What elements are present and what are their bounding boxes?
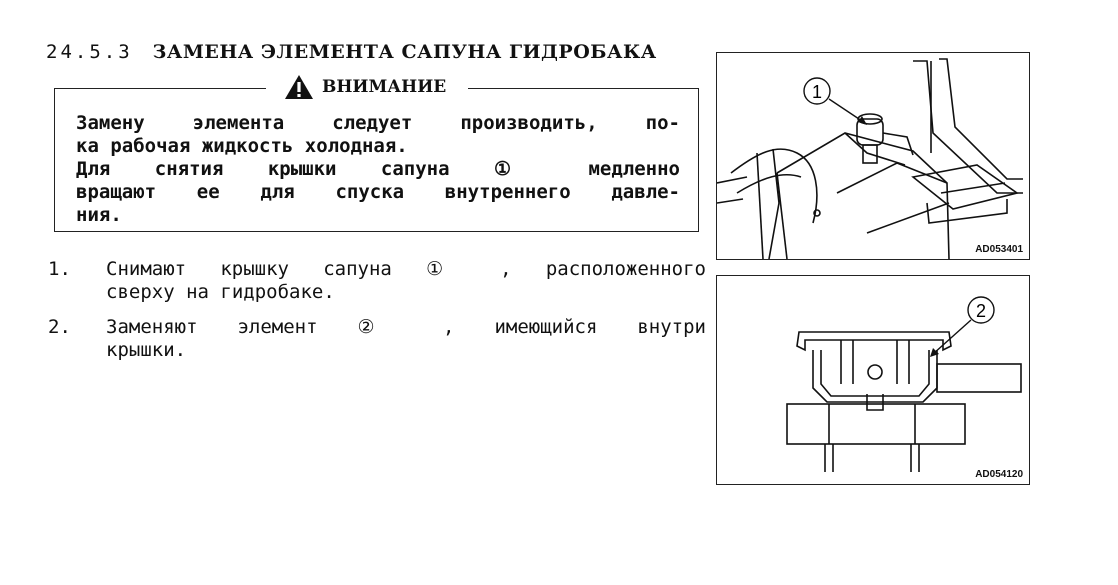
step-line: Снимают крышку сапуна ① , расположенного [106,258,706,280]
step-line: Заменяют элемент ② , имеющийся внутри [106,316,706,338]
warning-line: ния. [76,204,122,226]
section-title: ЗАМЕНА ЭЛЕМЕНТА САПУНА ГИДРОБАКА [152,41,657,63]
section-heading: 24.5.3 ЗАМЕНА ЭЛЕМЕНТА САПУНА ГИДРОБАКА [46,41,657,63]
section-number: 24.5.3 [46,41,133,63]
breather-cap-illustration: 2 [786,296,1022,472]
figure-breather-cap: 2 AD054120 [716,275,1030,485]
warning-line: ка рабочая жидкость холодная. [76,135,408,157]
figure-callout: 2 [976,301,986,321]
step-line: сверху на гидробаке. [106,281,335,303]
figure-code: AD053401 [975,244,1023,255]
figure-callout: 1 [812,82,822,102]
step-item: 2. Заменяют элемент ② , имеющийся внутри… [48,316,708,362]
step-text: Снимают крышку сапуна ① , расположенного… [106,258,706,304]
warning-title: ВНИМАНИЕ [266,74,469,100]
warning-line: вращают ее для спуска внутреннего давле- [76,181,680,203]
step-number: 2. [48,316,71,338]
step-text: Заменяют элемент ② , имеющийся внутри кр… [106,316,706,362]
warning-triangle-icon [284,74,314,100]
step-line: крышки. [106,339,187,361]
figure-code: AD054120 [975,469,1023,480]
steps-list: 1. Снимают крышку сапуна ① , расположенн… [48,258,708,374]
warning-line: Замену элемента следует производить, по- [76,112,680,134]
step-item: 1. Снимают крышку сапуна ① , расположенн… [48,258,708,304]
warning-text: Замену элемента следует производить, по-… [76,112,680,227]
figure-breather-location: 1 AD053401 [716,52,1030,260]
warning-label: ВНИМАНИЕ [322,77,447,97]
breather-location-illustration: 1 [717,58,1023,259]
warning-line: Для снятия крышки сапуна ① медленно [76,158,680,180]
step-number: 1. [48,258,71,280]
